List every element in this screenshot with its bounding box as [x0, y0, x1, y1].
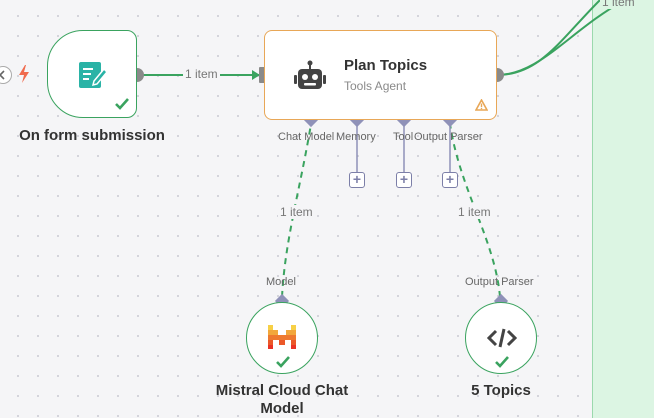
chevron-left-icon — [0, 70, 5, 80]
success-check-icon — [115, 98, 129, 110]
port-label-chat-model: Chat Model — [278, 131, 335, 143]
selected-region-panel — [592, 0, 654, 418]
add-memory-button[interactable]: + — [349, 172, 365, 188]
wire-arrow-head — [252, 70, 260, 80]
mistral-port-label: Model — [266, 276, 296, 288]
form-edit-icon — [79, 62, 109, 88]
warning-triangle-icon[interactable] — [475, 99, 488, 111]
trigger-node[interactable] — [47, 30, 137, 118]
collapse-handle[interactable] — [0, 66, 12, 84]
mistral-node[interactable] — [246, 302, 318, 374]
code-icon — [487, 328, 517, 348]
wire-agent-out-1[interactable] — [496, 0, 601, 76]
wire-label-model: 1 item — [278, 205, 315, 219]
agent-node-title: Plan Topics — [344, 57, 428, 74]
topics-port-label: Output Parser — [465, 276, 534, 288]
topics-node-title: 5 Topics — [471, 382, 531, 399]
add-tool-button[interactable]: + — [396, 172, 412, 188]
port-label-memory: Memory — [336, 131, 376, 143]
port-label-tool: Tool — [393, 131, 414, 143]
success-check-icon — [495, 356, 509, 368]
agent-node[interactable] — [264, 30, 497, 120]
wire-parser-to-agent[interactable] — [449, 123, 501, 298]
trigger-bolt-icon — [19, 65, 29, 83]
wire-label-agent-out: 1 item — [600, 0, 637, 9]
agent-node-subtitle: Tools Agent — [344, 79, 407, 93]
wire-label-parser: 1 item — [456, 205, 493, 219]
trigger-node-title: On form submission — [19, 127, 165, 144]
mistral-logo-icon — [268, 325, 296, 349]
add-output-parser-button[interactable]: + — [442, 172, 458, 188]
robot-icon — [294, 60, 326, 89]
mistral-title-line2: Model — [260, 400, 304, 417]
topics-node[interactable] — [465, 302, 537, 374]
mistral-node-title: Mistral Cloud Chat Model — [192, 382, 372, 418]
success-check-icon — [276, 356, 290, 368]
mistral-title-line1: Mistral Cloud Chat — [215, 382, 349, 399]
wire-agent-out-2[interactable] — [496, 0, 626, 76]
wire-label-trigger: 1 item — [183, 67, 220, 81]
port-label-output-parser: Output Parser — [414, 131, 483, 143]
